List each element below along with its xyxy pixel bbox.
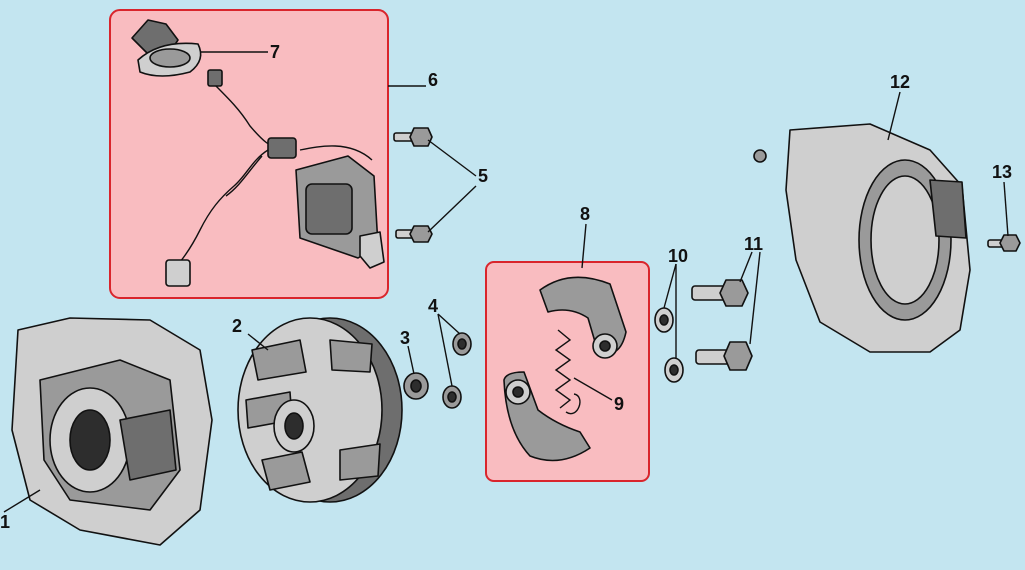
callout-5: 5 [478,166,488,186]
callout-2: 2 [232,316,242,336]
callout-4: 4 [428,296,438,316]
clutch-spring-part [554,329,581,415]
ignition-coil-part [165,69,385,287]
callout-8: 8 [580,204,590,224]
callout-9: 9 [614,394,624,414]
callout-11: 11 [744,234,763,254]
crankcase-part [11,317,213,546]
spark-plug-boot-part [131,19,202,77]
callout-10: 10 [668,246,688,266]
callout-3: 3 [400,328,410,348]
flywheel-part [237,317,403,503]
washers-part [442,332,472,409]
shoulder-bolts-part [691,279,753,371]
fan-housing-part [753,123,971,353]
callout-7: 7 [270,42,280,62]
spacers-part [654,307,684,383]
callout-12: 12 [890,72,910,92]
callout-13: 13 [992,162,1012,182]
leader-lines [3,51,1009,513]
callout-6: 6 [428,70,438,90]
flywheel-nut-part [403,372,429,400]
callout-1: 1 [0,512,10,532]
coil-bolts-part [393,127,433,243]
clutch-shoes-part [503,276,627,462]
housing-screw-part [987,234,1021,252]
